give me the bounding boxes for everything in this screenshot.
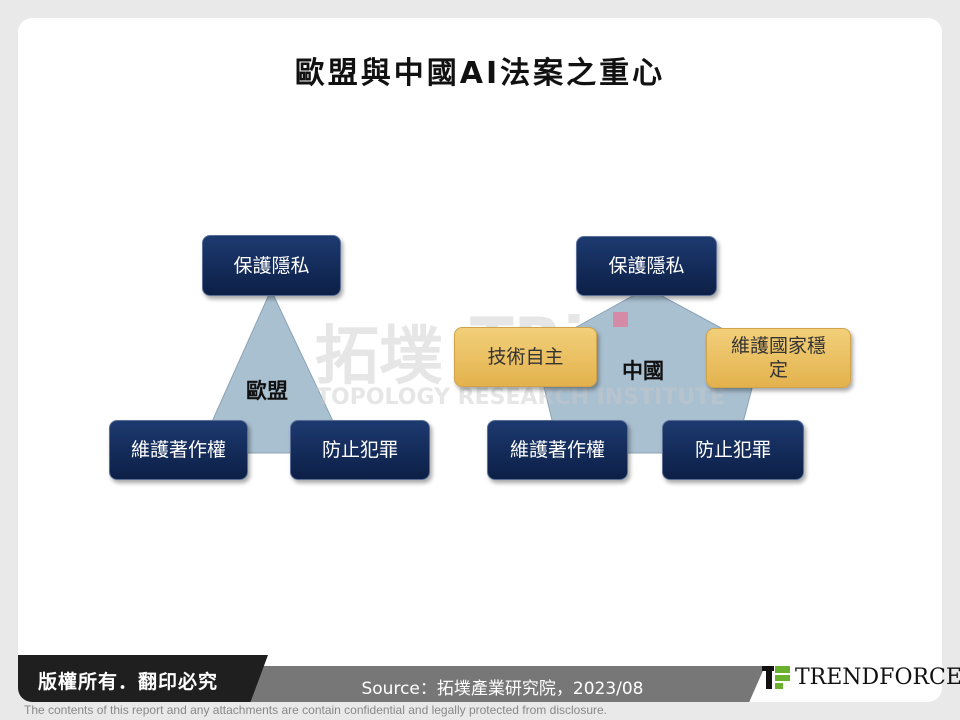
china-crime-box: 防止犯罪 [662, 420, 804, 480]
china-privacy-box: 保護隱私 [576, 236, 717, 296]
eu-copyright-box: 維護著作權 [109, 420, 248, 480]
source-bar: Source：拓墣產業研究院，2023/08 [240, 666, 765, 702]
china-copyright-box: 維護著作權 [487, 420, 628, 480]
brand-name: TrendForce [795, 664, 960, 690]
disclaimer: The contents of this report and any atta… [24, 703, 607, 717]
eu-privacy-box: 保護隱私 [202, 235, 341, 296]
copyright-notice: 版權所有．翻印必究 [18, 655, 268, 702]
china-national-stability-box: 維護國家穩定 [706, 328, 851, 388]
trendforce-logo: TrendForce [762, 664, 960, 690]
eu-triangle [197, 288, 349, 454]
eu-label: 歐盟 [246, 379, 288, 403]
china-tech-autonomy-box: 技術自主 [454, 327, 597, 387]
slide-title: 歐盟與中國AI法案之重心 [294, 56, 666, 91]
china-label: 中國 [622, 359, 664, 383]
eu-crime-box: 防止犯罪 [290, 420, 430, 480]
watermark-dot [613, 312, 628, 327]
trendforce-logo-icon [762, 666, 790, 689]
